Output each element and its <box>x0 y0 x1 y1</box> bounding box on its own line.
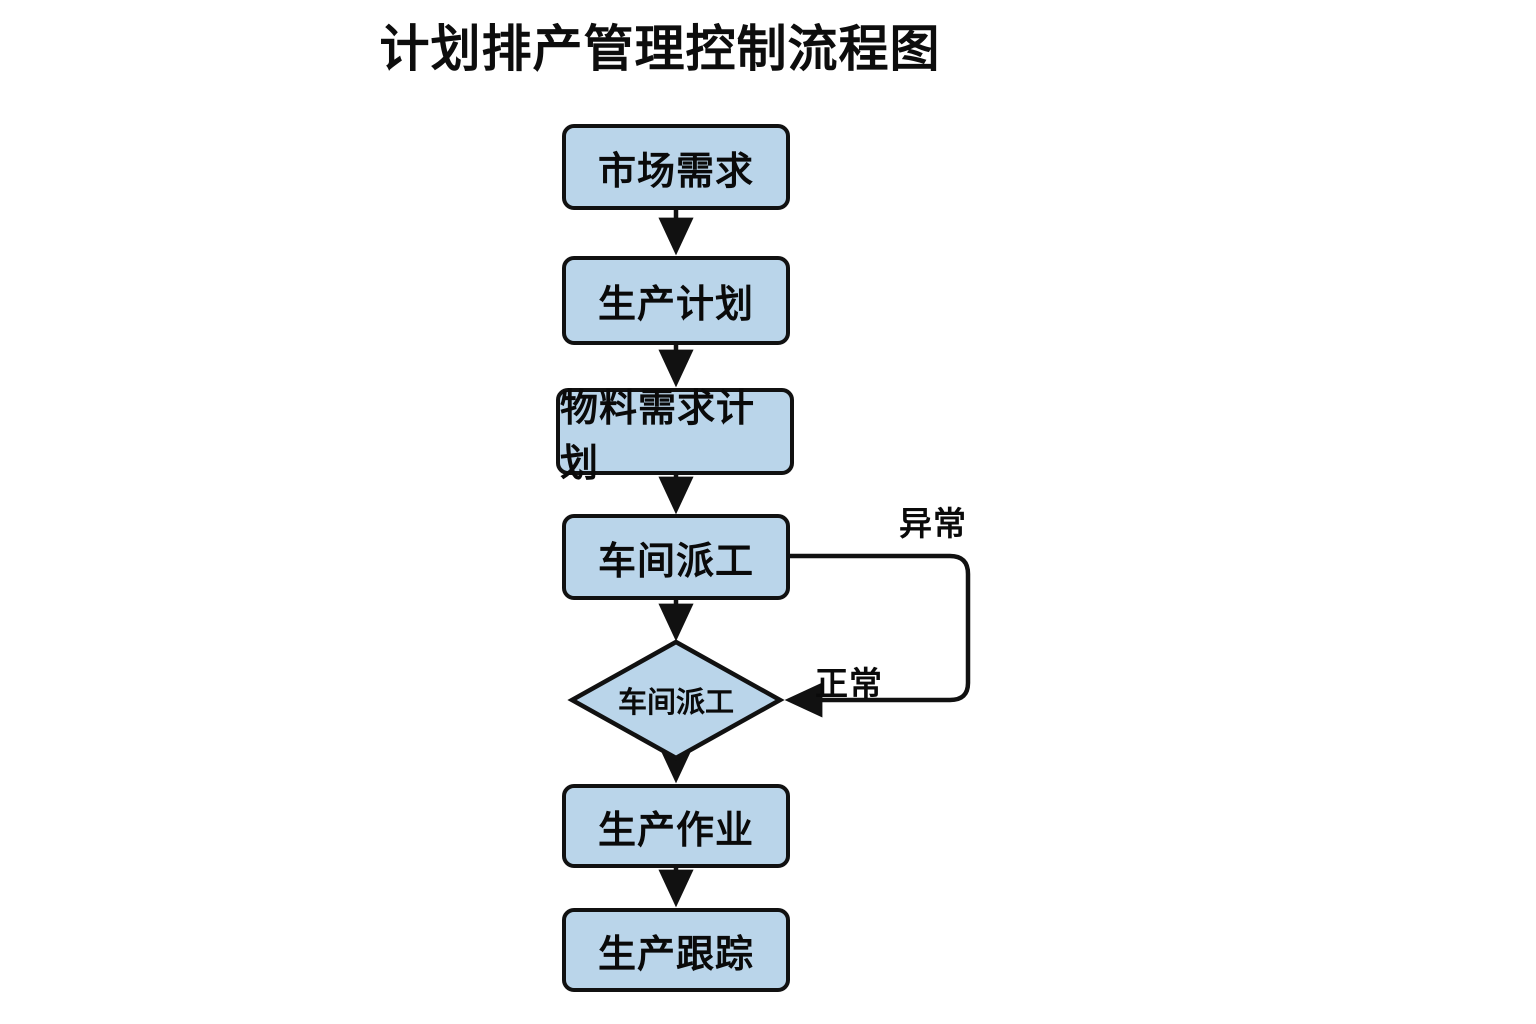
node-production-work-label: 生产作业 <box>597 807 754 852</box>
node-market-demand-label: 市场需求 <box>597 148 754 193</box>
node-production-track-label: 生产跟踪 <box>597 931 754 976</box>
node-check-decision-label: 车间派工 <box>617 685 734 719</box>
edge-label-abnormal: 异常 <box>899 504 967 543</box>
edge-label-normal: 正常 <box>815 664 883 703</box>
node-production-plan-label: 生产计划 <box>597 282 754 326</box>
node-material-plan[interactable]: 物料需求计划 <box>556 386 794 485</box>
node-production-work[interactable]: 生产作业 <box>562 784 790 868</box>
node-check-decision: 车间派工 <box>572 668 780 732</box>
node-production-plan[interactable]: 生产计划 <box>562 256 790 345</box>
node-workshop-dispatch-label: 车间派工 <box>597 538 754 583</box>
node-material-plan-label: 物料需求计划 <box>560 385 756 485</box>
page-title: 计划排产管理控制流程图 <box>379 20 941 78</box>
node-market-demand[interactable]: 市场需求 <box>562 124 790 210</box>
node-workshop-dispatch[interactable]: 车间派工 <box>562 514 790 600</box>
decision-node-shape[interactable] <box>567 639 785 761</box>
node-production-track[interactable]: 生产跟踪 <box>562 908 790 992</box>
